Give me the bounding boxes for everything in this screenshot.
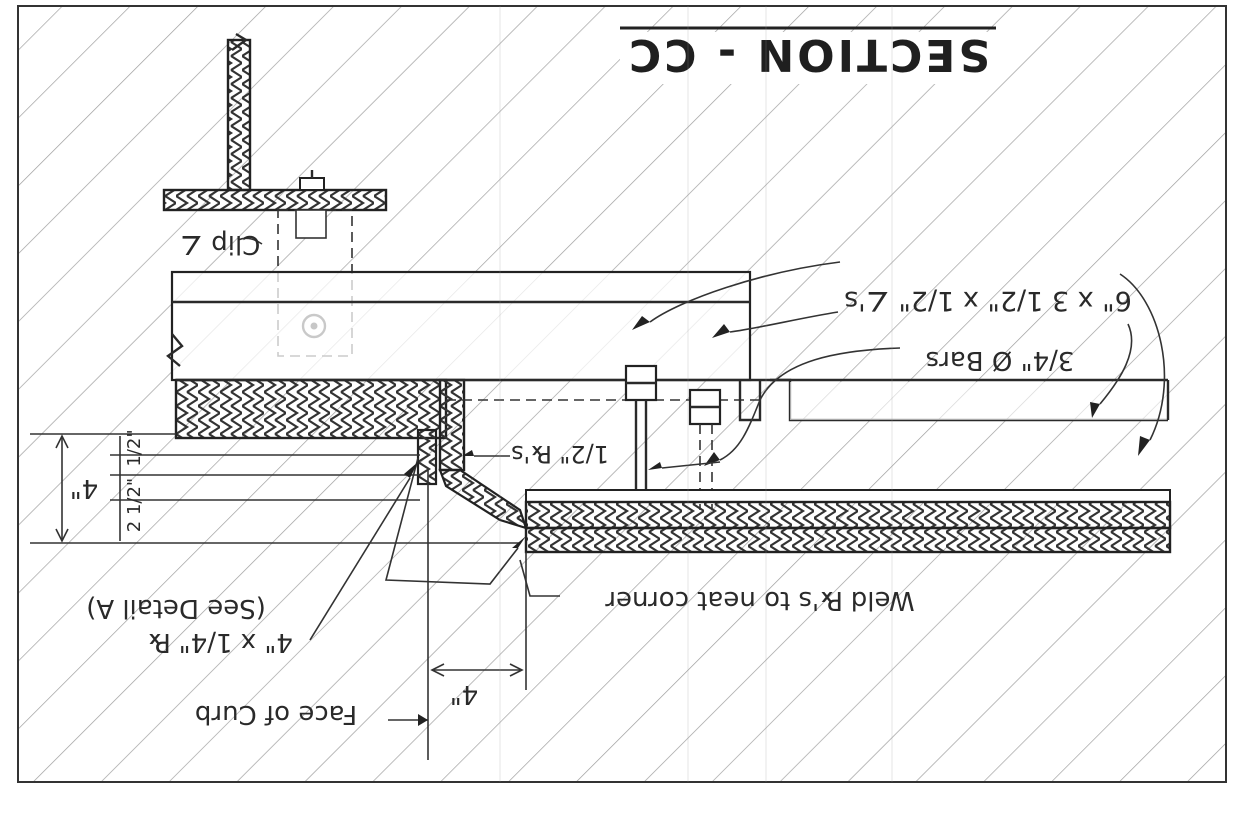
- reference-lines: [30, 433, 527, 760]
- label-plates-half: 1/2" ℞'s: [511, 440, 609, 468]
- scan-streaks: [499, 6, 893, 782]
- label-dim-4-horizontal: 4": [450, 679, 479, 709]
- label-bars: 3/4" Ø Bars: [926, 345, 1075, 375]
- top-plate-assembly: [162, 32, 388, 212]
- label-dim-1-half: 1/2": [124, 429, 145, 466]
- title-group: SECTION - CC: [620, 29, 996, 84]
- label-plate-4x1-4: 4" x 1/4" ℞: [147, 627, 293, 657]
- svg-text:6" x 3 1/2" x 1/2" ∠'s: 6" x 3 1/2" x 1/2" ∠'s: [844, 285, 1132, 316]
- drawing-border: [17, 5, 1227, 783]
- main-angle-member: [166, 270, 1168, 472]
- svg-text:1/2": 1/2": [124, 429, 145, 466]
- svg-text:Weld ℞'s to neat corner: Weld ℞'s to neat corner: [605, 585, 915, 615]
- label-see-detail: (See Detail A): [86, 593, 266, 623]
- label-face-of-curb: Face of Curb: [195, 699, 357, 729]
- right-deck: [770, 378, 1170, 422]
- svg-text:2 1/2": 2 1/2": [124, 478, 145, 532]
- svg-text:Clip ∠: Clip ∠: [180, 229, 261, 259]
- leaders: [237, 237, 1166, 726]
- label-dim-2-half: 2 1/2": [124, 478, 145, 532]
- svg-text:4" x 1/4" ℞: 4" x 1/4" ℞: [147, 627, 293, 657]
- svg-text:4": 4": [70, 473, 99, 503]
- bar-assemblies: [624, 364, 722, 510]
- svg-text:(See Detail A): (See Detail A): [86, 593, 266, 623]
- dimensions: [55, 434, 524, 677]
- svg-text:3/4" Ø Bars: 3/4" Ø Bars: [926, 345, 1075, 375]
- section-title: SECTION - CC: [626, 29, 990, 80]
- lower-plates: [416, 428, 1172, 554]
- label-dim-4-vertical: 4": [70, 473, 99, 503]
- label-angles: 6" x 3 1/2" x 1/2" ∠'s: [844, 285, 1132, 316]
- svg-text:Face of Curb: Face of Curb: [195, 699, 357, 729]
- label-clip-angle: Clip ∠: [180, 229, 261, 259]
- svg-text:4": 4": [450, 679, 479, 709]
- label-weld-note: Weld ℞'s to neat corner: [605, 585, 915, 615]
- svg-text:1/2" ℞'s: 1/2" ℞'s: [511, 440, 609, 468]
